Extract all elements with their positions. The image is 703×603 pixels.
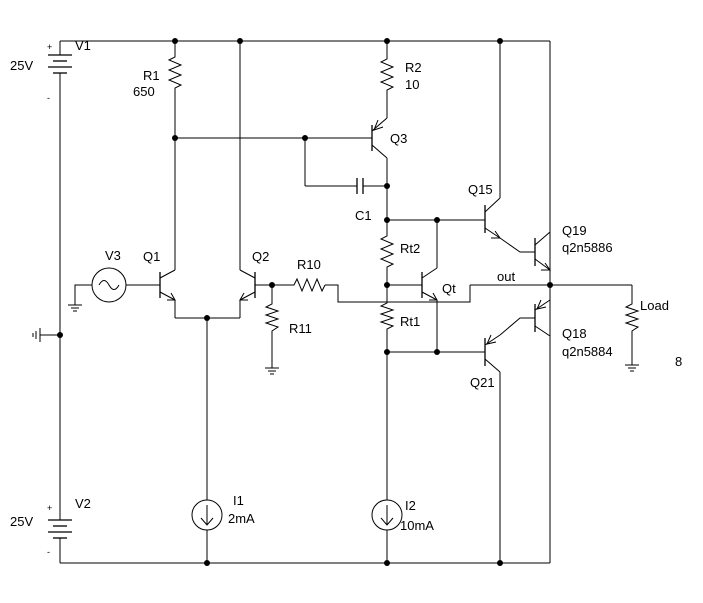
ground-icon [68, 304, 82, 312]
current-source-i2-icon [371, 499, 403, 531]
v2-plus-label: + [47, 503, 52, 513]
v1-value-label: 25V [10, 58, 33, 73]
labels: + V1 25V - + V2 25V - V3 R1 650 R2 10 R1… [10, 38, 682, 557]
r10-label: R10 [297, 257, 321, 272]
r2-label: R2 [405, 60, 422, 75]
transistor-q1-icon [145, 269, 176, 318]
resistor-load-icon [624, 300, 640, 335]
transistor-q3-icon [305, 117, 388, 159]
r11-label: R11 [289, 321, 312, 336]
resistor-r1-icon [167, 52, 183, 90]
i2-value-label: 10mA [400, 518, 434, 533]
ground-icon [265, 367, 279, 375]
v2-minus-label: - [47, 547, 50, 557]
battery-v1-icon [48, 54, 72, 92]
ac-source-icon [91, 267, 127, 303]
transistor-q21-icon [482, 334, 501, 373]
out-label: out [497, 269, 515, 284]
q18-label: Q18 [562, 326, 587, 341]
transistor-qt-icon [421, 267, 438, 301]
v2-value-label: 25V [10, 514, 33, 529]
resistor-rt1-icon [379, 300, 395, 330]
q19-label: Q19 [562, 223, 587, 238]
i1-label: I1 [233, 493, 244, 508]
q3-label: Q3 [390, 131, 407, 146]
transistor-q18-icon [534, 299, 551, 337]
v1-minus-label: - [47, 93, 50, 103]
load-label: Load [640, 298, 669, 313]
resistor-r11-icon [264, 300, 280, 335]
i2-label: I2 [405, 498, 416, 513]
q19-model-label: q2n5886 [562, 240, 613, 255]
rt2-label: Rt2 [400, 241, 420, 256]
c1-label: C1 [355, 208, 372, 223]
battery-v2-icon [48, 519, 72, 540]
wires [40, 40, 633, 564]
junctions [57, 38, 553, 566]
q18-model-label: q2n5884 [562, 344, 613, 359]
q15-label: Q15 [468, 182, 493, 197]
current-source-i1-icon [191, 499, 223, 531]
ground-icon [32, 328, 41, 342]
i1-value-label: 2mA [228, 511, 255, 526]
transistor-q15-icon [482, 197, 501, 239]
rt1-label: Rt1 [400, 314, 420, 329]
ground-icon [625, 364, 639, 372]
transistor-q2-icon [239, 269, 272, 318]
q1-label: Q1 [143, 249, 160, 264]
transistor-q19-icon [534, 231, 551, 271]
resistor-rt2-icon [379, 232, 395, 268]
q2-label: Q2 [252, 249, 269, 264]
r1-label: R1 [143, 68, 160, 83]
v1-label: V1 [75, 38, 91, 53]
capacitor-c1-icon [355, 178, 365, 194]
qt-label: Qt [442, 281, 456, 296]
v3-label: V3 [105, 248, 121, 263]
v2-label: V2 [75, 496, 91, 511]
r1-value-label: 650 [133, 84, 155, 99]
resistor-r2-icon [379, 55, 395, 92]
v1-plus-label: + [47, 42, 52, 52]
r2-value-label: 10 [405, 77, 419, 92]
q21-label: Q21 [470, 375, 495, 390]
load-value-label: 8 [675, 354, 682, 369]
resistor-r10-icon [290, 277, 326, 293]
